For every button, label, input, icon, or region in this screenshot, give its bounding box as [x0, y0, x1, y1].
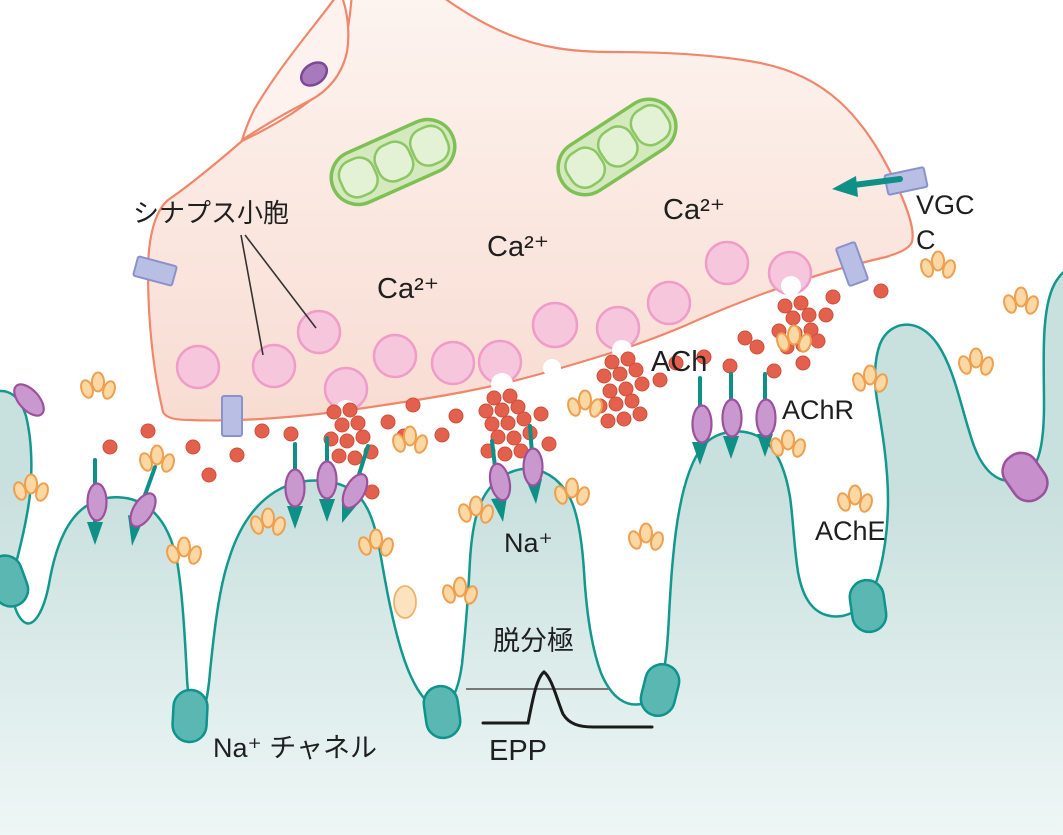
schwann-cell-nucleus — [299, 61, 329, 87]
calcium-label: Ca²⁺ — [663, 194, 725, 226]
achr-receptor — [691, 376, 713, 465]
achr-receptor — [721, 372, 743, 459]
ach-molecules — [102, 283, 889, 500]
achr-receptor — [316, 436, 338, 522]
achr-receptor — [488, 439, 512, 522]
achr-receptor — [128, 465, 157, 546]
ache-label: AChE — [815, 516, 886, 546]
vesicle-pointer-line — [240, 234, 264, 356]
na-channel-icon — [170, 687, 210, 745]
achr-receptor — [341, 444, 370, 523]
epp-curve — [481, 670, 654, 729]
calcium-influx-arrow — [832, 176, 903, 197]
epp-label: EPP — [489, 735, 547, 767]
ache-single — [393, 585, 417, 619]
epp-waveform-graph — [466, 670, 654, 729]
vgcc-channel-icon — [835, 241, 869, 287]
achr-receptor — [13, 383, 45, 417]
vgcc-channel-icon — [221, 395, 243, 437]
vesicle-pointer-line — [244, 234, 317, 329]
achr-receptor — [755, 372, 777, 457]
vgcc-channel-icon — [883, 166, 929, 196]
depolarization-label: 脱分極 — [493, 626, 574, 656]
na-channel-icon — [0, 549, 35, 613]
presynaptic-terminal — [132, 0, 929, 437]
achr-receptor — [1001, 451, 1049, 503]
axon-sheath-flap — [239, 0, 350, 143]
vgcc-channels — [132, 166, 929, 437]
achr-receptor — [284, 442, 306, 529]
synaptic-vesicles — [175, 240, 813, 412]
calcium-label: Ca²⁺ — [377, 273, 439, 305]
vgcc-channel-icon — [132, 255, 178, 287]
ache-enzyme-clusters — [10, 250, 1042, 619]
vgcc-label: VGC — [916, 190, 975, 220]
achr-receptor — [522, 424, 544, 504]
achr-label: AChR — [782, 395, 854, 425]
sodium-channel-label: Na⁺ チャネル — [213, 733, 377, 763]
vgcc-label-line2: C — [916, 225, 936, 255]
calcium-label: Ca²⁺ — [487, 231, 549, 263]
achr-receptor — [86, 458, 108, 545]
labels: シナプス小胞 Ca²⁺ Ca²⁺ Ca²⁺ VGC C ACh AChR ACh… — [133, 190, 975, 767]
achr-receptors — [13, 372, 1049, 546]
ach-label: ACh — [651, 346, 707, 378]
synaptic-vesicle-label: シナプス小胞 — [133, 198, 289, 228]
sodium-label: Na⁺ — [504, 528, 553, 558]
